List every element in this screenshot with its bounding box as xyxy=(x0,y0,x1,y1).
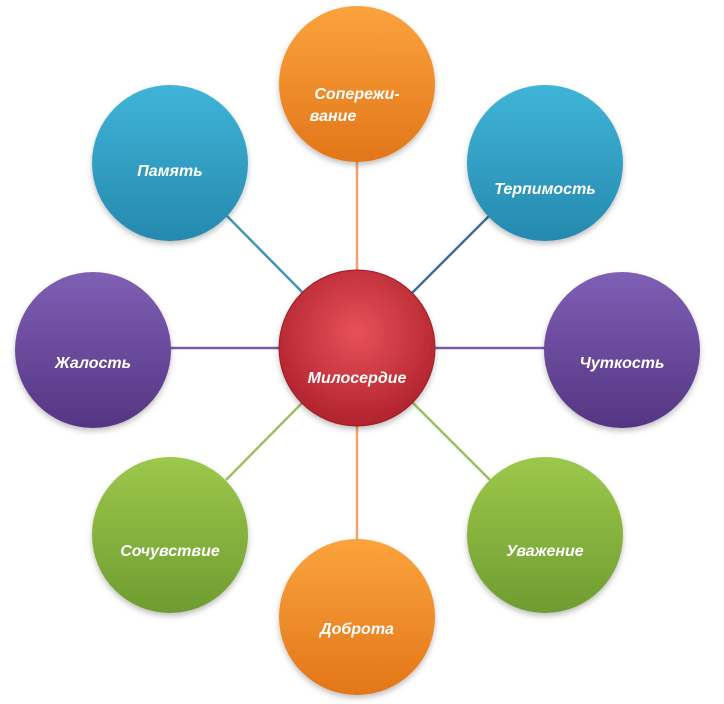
node-pamyat xyxy=(92,85,248,241)
node-terpimost xyxy=(467,85,623,241)
connector-sochuvstvie xyxy=(225,399,306,481)
center-node-label: Милосердие xyxy=(308,370,407,387)
connector-pamyat xyxy=(225,214,306,296)
node-soperezhivanie xyxy=(279,6,435,162)
node-dobrota xyxy=(279,539,435,695)
center-node xyxy=(278,269,436,427)
node-soperezhivanie-label-line1: Сопережи- xyxy=(314,86,399,103)
node-uvazhenie xyxy=(467,457,623,613)
node-terpimost-label: Терпимость xyxy=(494,181,596,198)
node-zhalost xyxy=(15,272,171,428)
node-sochuvstvie xyxy=(92,457,248,613)
node-chutkost-label: Чуткость xyxy=(580,355,665,372)
node-sochuvstvie-label: Сочувствие xyxy=(120,543,220,560)
node-zhalost-label: Жалость xyxy=(54,355,131,372)
node-soperezhivanie-label-line2: вание xyxy=(310,108,357,125)
connector-uvazhenie xyxy=(409,399,491,481)
node-pamyat-label: Память xyxy=(137,163,202,180)
connectors xyxy=(170,160,545,540)
connector-terpimost xyxy=(409,214,491,296)
node-dobrota-label: Доброта xyxy=(318,621,394,638)
node-uvazhenie-label: Уважение xyxy=(506,543,584,560)
node-chutkost xyxy=(544,272,700,428)
